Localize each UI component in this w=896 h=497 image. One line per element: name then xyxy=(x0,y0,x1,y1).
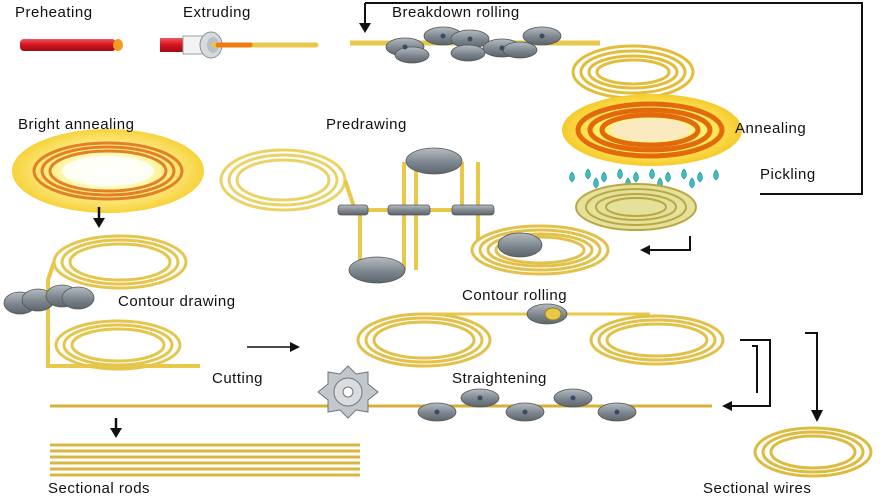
pickling-to-predrawing-arrow xyxy=(640,236,691,255)
label-bright-annealing: Bright annealing xyxy=(18,116,135,133)
contour-drawing-to-rolling-arrow xyxy=(247,342,300,352)
return-line xyxy=(365,2,863,195)
label-breakdown-rolling: Breakdown rolling xyxy=(392,4,520,21)
straightening-roller-hubs xyxy=(434,395,620,415)
rolled-coil xyxy=(571,44,695,100)
preheated-rod xyxy=(20,39,123,51)
label-extruding: Extruding xyxy=(183,4,251,21)
label-preheating: Preheating xyxy=(15,4,93,21)
extrusion-press xyxy=(160,31,319,59)
sectional-wires-coil xyxy=(753,426,873,478)
label-straightening: Straightening xyxy=(452,370,547,387)
takeup-drum xyxy=(497,232,543,258)
predrawing-capstans xyxy=(337,147,495,284)
cutting-to-rods-arrow xyxy=(110,418,122,438)
contour-rolling-supply-coil xyxy=(356,312,492,368)
predrawing-wire-path xyxy=(343,162,480,270)
annealing-furnace xyxy=(562,94,742,166)
contour-drawing-supply-coil xyxy=(52,234,188,290)
rolling-branch-arrows xyxy=(728,332,818,412)
pickled-coil xyxy=(575,183,697,231)
to-sectional-wires-arrowhead xyxy=(811,410,823,422)
bright-annealing-furnace xyxy=(12,129,204,213)
contour-drawing-dies xyxy=(3,284,95,315)
label-contour-rolling: Contour rolling xyxy=(462,287,568,304)
label-sectional-rods: Sectional rods xyxy=(48,480,151,497)
label-predrawing: Predrawing xyxy=(326,116,407,133)
pickling-drops xyxy=(569,168,719,189)
label-cutting: Cutting xyxy=(212,370,264,387)
sectional-rods xyxy=(50,443,360,477)
breakdown-rollers xyxy=(385,26,562,64)
label-contour-drawing: Contour drawing xyxy=(118,293,236,310)
annealing-to-contour-arrow xyxy=(93,207,105,228)
label-annealing: Annealing xyxy=(735,120,807,137)
predrawing-takeup-coil xyxy=(470,224,610,276)
label-sectional-wires: Sectional wires xyxy=(703,480,812,497)
to-straightening-arrowhead xyxy=(722,401,732,411)
contour-rolling-roller xyxy=(526,303,568,325)
contour-rolling-takeup-coil xyxy=(589,314,725,366)
predrawing-supply-coil xyxy=(219,148,347,212)
cutting-saw xyxy=(317,365,379,419)
label-pickling: Pickling xyxy=(760,166,816,183)
contour-drawing-takeup-coil xyxy=(54,319,182,371)
